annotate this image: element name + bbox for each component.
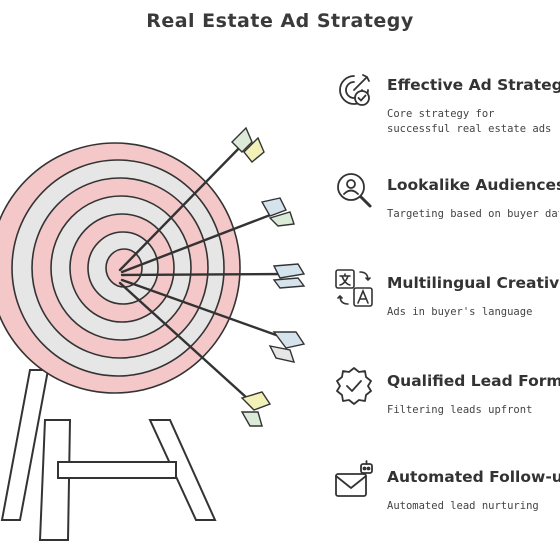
item-description: Targeting based on buyer data — [387, 208, 559, 220]
item-title: Automated Follow-up — [387, 468, 560, 486]
target-check-icon — [339, 74, 370, 106]
item-title: Lookalike Audiences — [387, 176, 560, 194]
strategy-items-list: Effective Ad Strategy Core strategy for … — [332, 62, 560, 560]
magnifier-person-icon — [337, 173, 372, 208]
verified-badge-icon — [336, 367, 372, 405]
item-description: Core strategy for successful real estate… — [387, 108, 552, 135]
translate-icon — [335, 269, 373, 307]
diagram-title: Real Estate Ad Strategy — [146, 10, 414, 32]
strategy-item: Automated Follow-up Automated lead nurtu… — [332, 454, 560, 534]
item-description: Ads in buyer's language — [387, 306, 533, 318]
archery-target-illustration — [0, 126, 306, 541]
target-rings — [0, 142, 241, 394]
envelope-robot-icon — [335, 460, 373, 497]
strategy-item: Lookalike Audiences Targeting based on b… — [332, 162, 560, 242]
item-title: Qualified Lead Forms — [387, 372, 560, 390]
item-title: Multilingual Creatives — [387, 274, 560, 292]
strategy-item: Effective Ad Strategy Core strategy for … — [332, 62, 560, 142]
strategy-item: Multilingual Creatives Ads in buyer's la… — [332, 260, 560, 340]
arrow-fletchings — [231, 126, 306, 427]
arrows — [118, 140, 292, 410]
easel-stand — [0, 369, 217, 541]
strategy-item: Qualified Lead Forms Filtering leads upf… — [332, 358, 560, 438]
item-description: Automated lead nurturing — [387, 500, 539, 512]
item-title: Effective Ad Strategy — [387, 76, 560, 94]
item-description: Filtering leads upfront — [387, 404, 533, 416]
